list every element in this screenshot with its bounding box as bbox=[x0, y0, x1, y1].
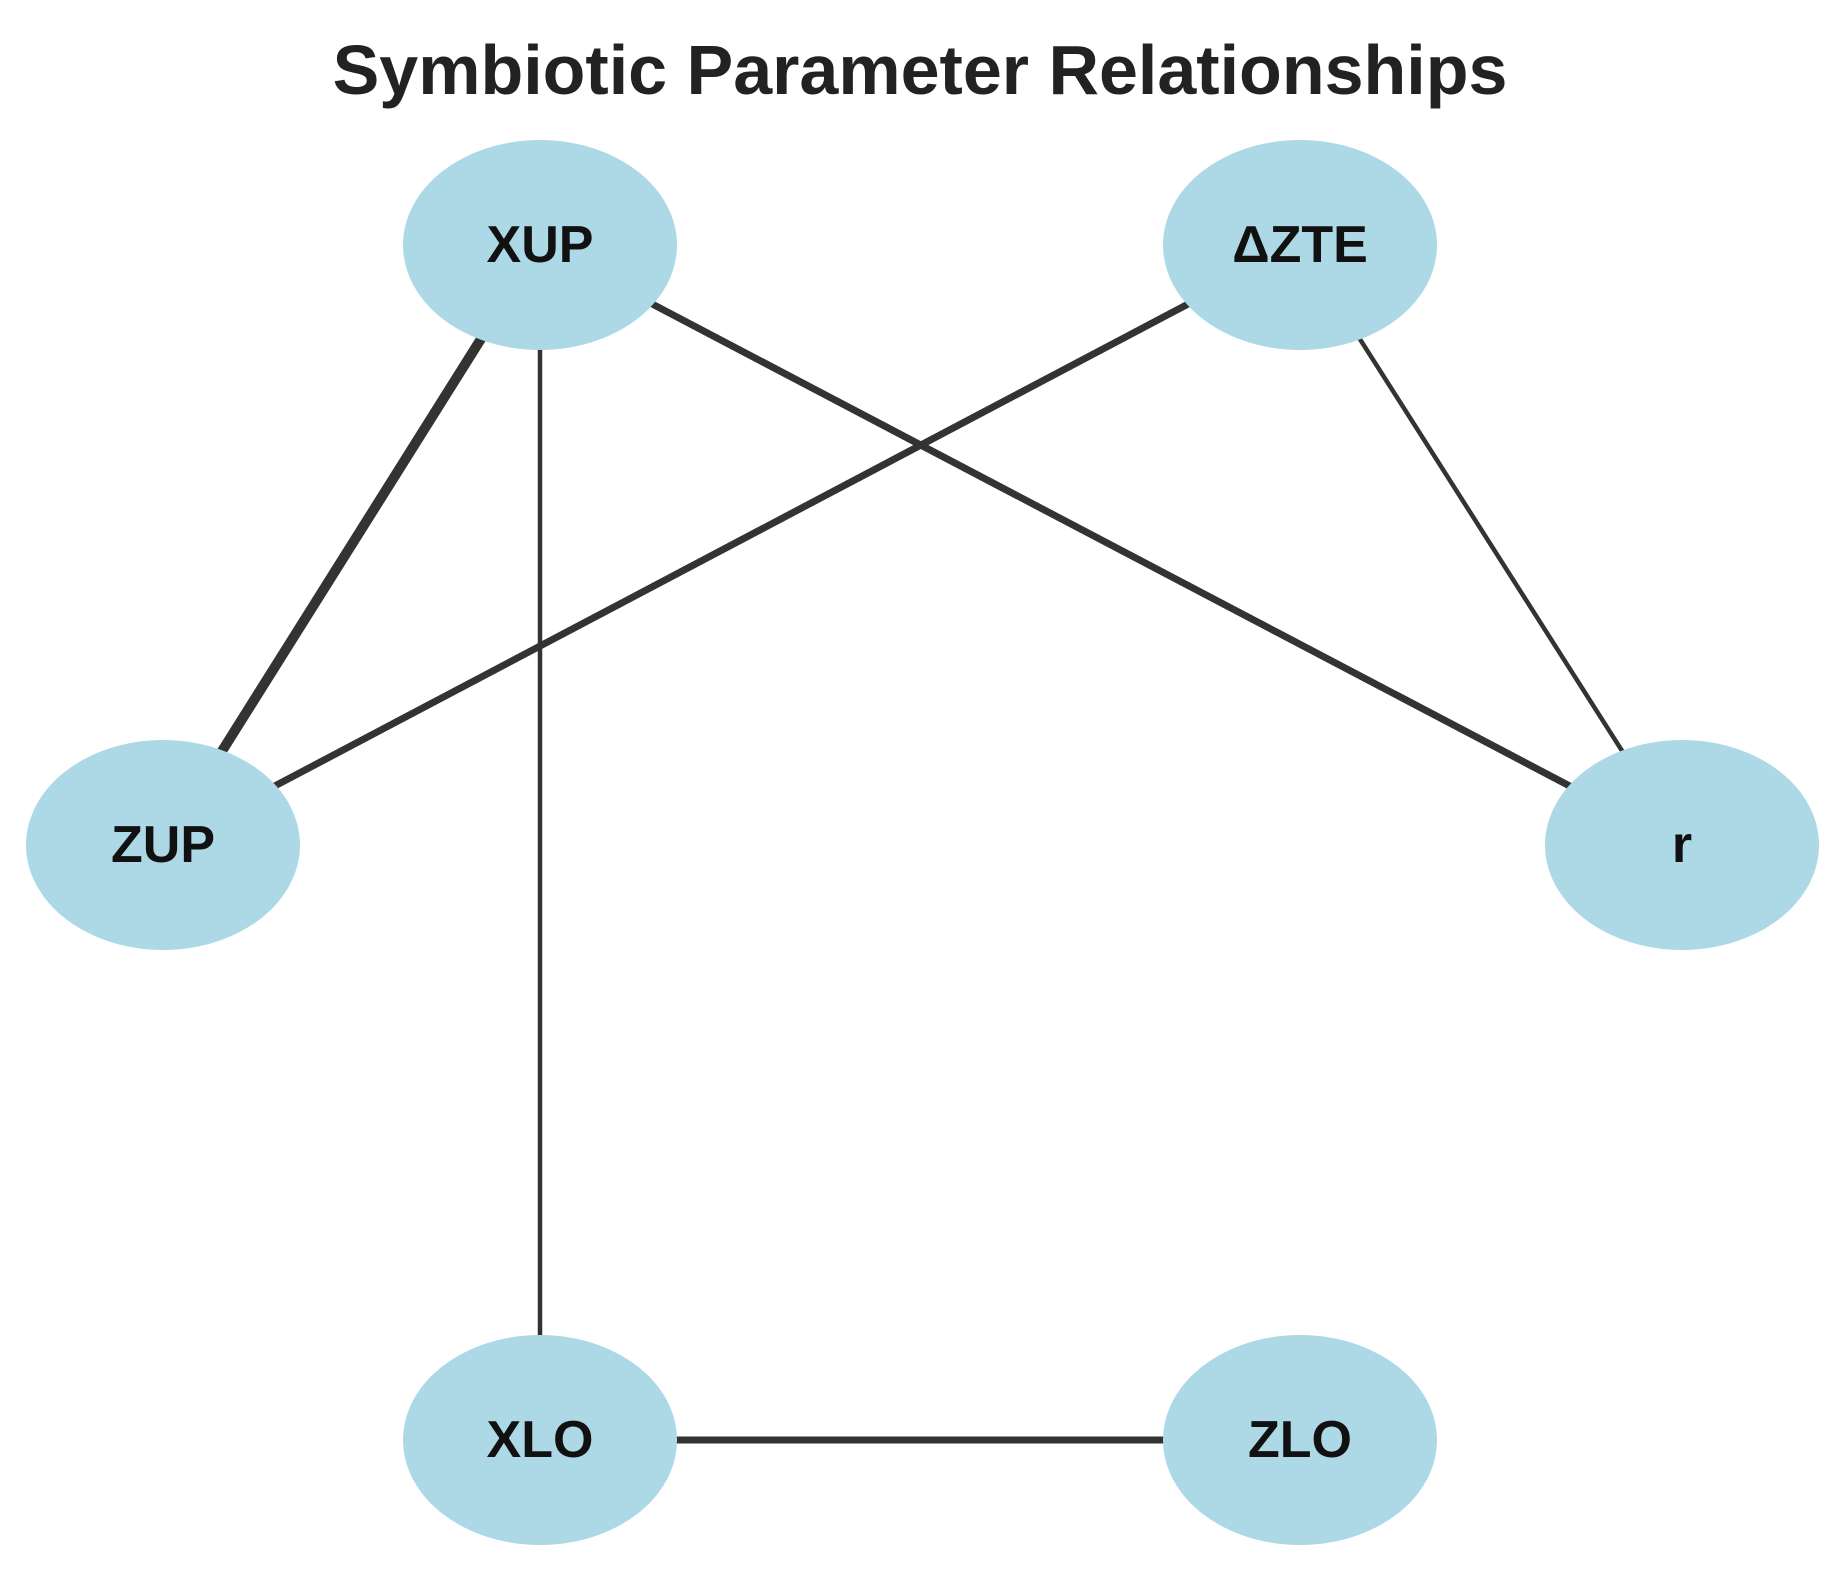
edge-xup-r bbox=[538, 241, 1684, 849]
diagram-title: Symbiotic Parameter Relationships bbox=[333, 31, 1508, 109]
edge-xup-zup bbox=[158, 242, 545, 848]
node-zup: ZUP bbox=[26, 740, 300, 950]
node-shape bbox=[403, 140, 677, 350]
edge-dzte-zup bbox=[161, 241, 1302, 849]
node-xup: XUP bbox=[403, 140, 677, 350]
node-label: XLO bbox=[487, 1411, 594, 1469]
node-label: ZUP bbox=[111, 816, 215, 874]
node-dzte: ΔZTE bbox=[1163, 140, 1437, 350]
node-zlo: ZLO bbox=[1163, 1335, 1437, 1545]
node-label: r bbox=[1672, 816, 1692, 874]
node-label: ΔZTE bbox=[1232, 216, 1368, 274]
node-shape bbox=[26, 740, 300, 950]
node-shape bbox=[1163, 140, 1437, 350]
node-label: XUP bbox=[487, 216, 594, 274]
edge-dzte-r bbox=[1298, 243, 1684, 847]
node-shape bbox=[1163, 1335, 1437, 1545]
node-shape bbox=[1545, 740, 1819, 950]
node-label: ZLO bbox=[1248, 1411, 1352, 1469]
node-xlo: XLO bbox=[403, 1335, 677, 1545]
node-shape bbox=[403, 1335, 677, 1545]
edges-layer bbox=[158, 241, 1684, 1444]
node-r: r bbox=[1545, 740, 1819, 950]
